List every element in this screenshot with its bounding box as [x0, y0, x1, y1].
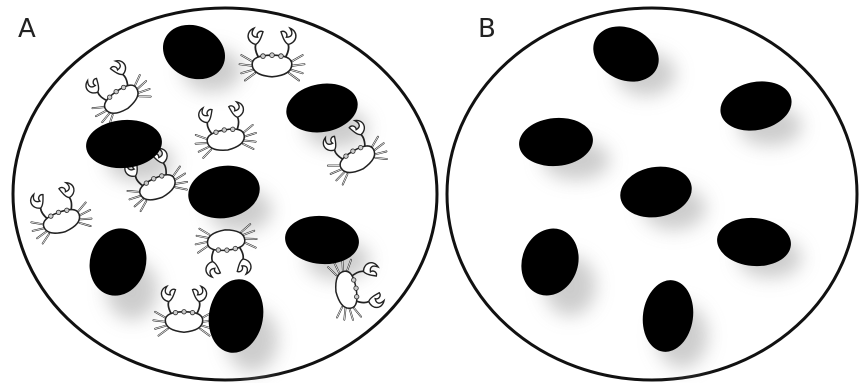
rock-shape: [642, 280, 694, 352]
rock-shape: [286, 83, 358, 133]
rock-shape: [86, 119, 162, 169]
rock-shape: [519, 117, 593, 167]
rock-shape: [162, 24, 226, 80]
rock-shape: [720, 81, 792, 131]
rock-shape: [285, 215, 359, 265]
rock-shape: [717, 217, 791, 267]
rock-shape: [188, 165, 260, 219]
panel-b: [445, 6, 859, 382]
rock-shape: [521, 228, 579, 296]
rock-shape: [593, 26, 659, 82]
rock-shape: [89, 228, 147, 296]
rock-shape: [208, 279, 264, 353]
panel-b-label: B: [478, 14, 496, 44]
panel-a: [11, 6, 439, 382]
rock-shape: [620, 166, 692, 218]
panel-a-label: A: [18, 14, 36, 44]
